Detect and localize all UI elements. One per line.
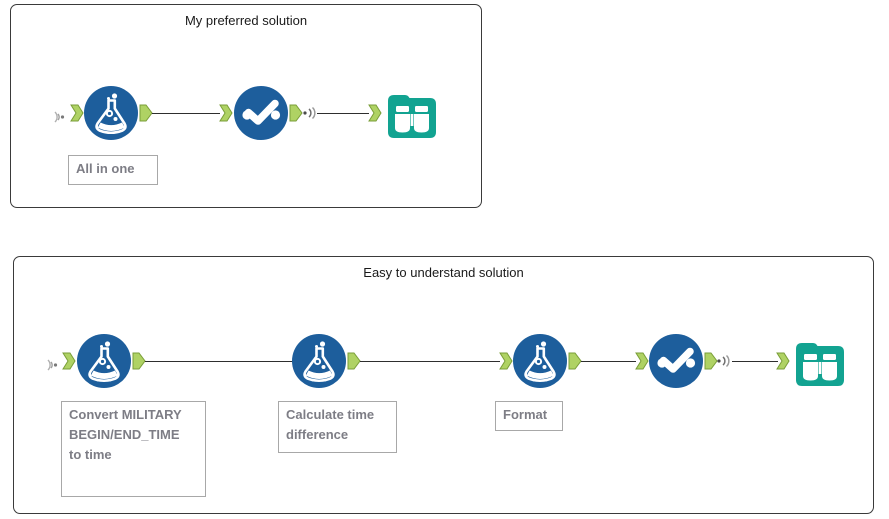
input-anchor-formula-4[interactable] [499, 352, 513, 370]
tool-formula-1[interactable] [83, 85, 139, 141]
output-anchor-formula-1[interactable] [139, 104, 153, 122]
input-anchor-formula-2[interactable] [62, 352, 76, 370]
connector-formula2-formula3[interactable] [145, 361, 296, 362]
comment-box-calculate[interactable]: Calculate time difference [278, 401, 397, 453]
workflow-container-easy[interactable]: Easy to understand solution [13, 256, 874, 514]
tool-formula-3[interactable] [291, 333, 347, 389]
flask-icon [84, 86, 138, 140]
container-title-preferred: My preferred solution [184, 13, 308, 28]
wireless-output-icon [301, 105, 317, 121]
canvas-easy: Convert MILITARY BEGIN/END_TIME to time … [14, 257, 873, 513]
container-title-easy: Easy to understand solution [363, 265, 524, 280]
flask-icon [292, 334, 346, 388]
flask-icon [513, 334, 567, 388]
output-anchor-formula-3[interactable] [347, 352, 361, 370]
input-anchor-browse-1[interactable] [368, 104, 382, 122]
wireless-input-icon [53, 109, 69, 125]
binoculars-icon [796, 343, 844, 386]
comment-box-format[interactable]: Format [495, 401, 563, 431]
tool-formula-4[interactable] [512, 333, 568, 389]
flask-icon [77, 334, 131, 388]
connector-select1-browse1[interactable] [317, 113, 369, 114]
wireless-output-icon [715, 353, 731, 369]
output-anchor-select-1[interactable] [289, 104, 303, 122]
tool-formula-2[interactable] [76, 333, 132, 389]
checkmark-icon [649, 334, 703, 388]
output-anchor-select-2[interactable] [704, 352, 718, 370]
checkmark-icon [234, 86, 288, 140]
connector-select2-browse2[interactable] [732, 361, 778, 362]
workflow-container-preferred[interactable]: My preferred solution [10, 4, 482, 208]
input-anchor-select-1[interactable] [219, 104, 233, 122]
connector-formula1-select1[interactable] [152, 113, 220, 114]
input-anchor-select-2[interactable] [635, 352, 649, 370]
tool-select-2[interactable] [648, 333, 704, 389]
binoculars-icon [388, 95, 436, 138]
input-anchor-formula-1[interactable] [70, 104, 84, 122]
tool-browse-2[interactable] [792, 335, 848, 391]
output-anchor-formula-4[interactable] [568, 352, 582, 370]
tool-select-1[interactable] [233, 85, 289, 141]
comment-box-all-in-one[interactable]: All in one [68, 155, 158, 185]
tool-browse-1[interactable] [384, 87, 440, 143]
input-anchor-browse-2[interactable] [776, 352, 790, 370]
comment-box-convert[interactable]: Convert MILITARY BEGIN/END_TIME to time [61, 401, 206, 497]
wireless-input-icon [46, 357, 62, 373]
output-anchor-formula-2[interactable] [132, 352, 146, 370]
connector-formula4-select2[interactable] [581, 361, 636, 362]
canvas-preferred: All in one [11, 5, 481, 207]
connector-formula3-formula4[interactable] [360, 361, 500, 362]
